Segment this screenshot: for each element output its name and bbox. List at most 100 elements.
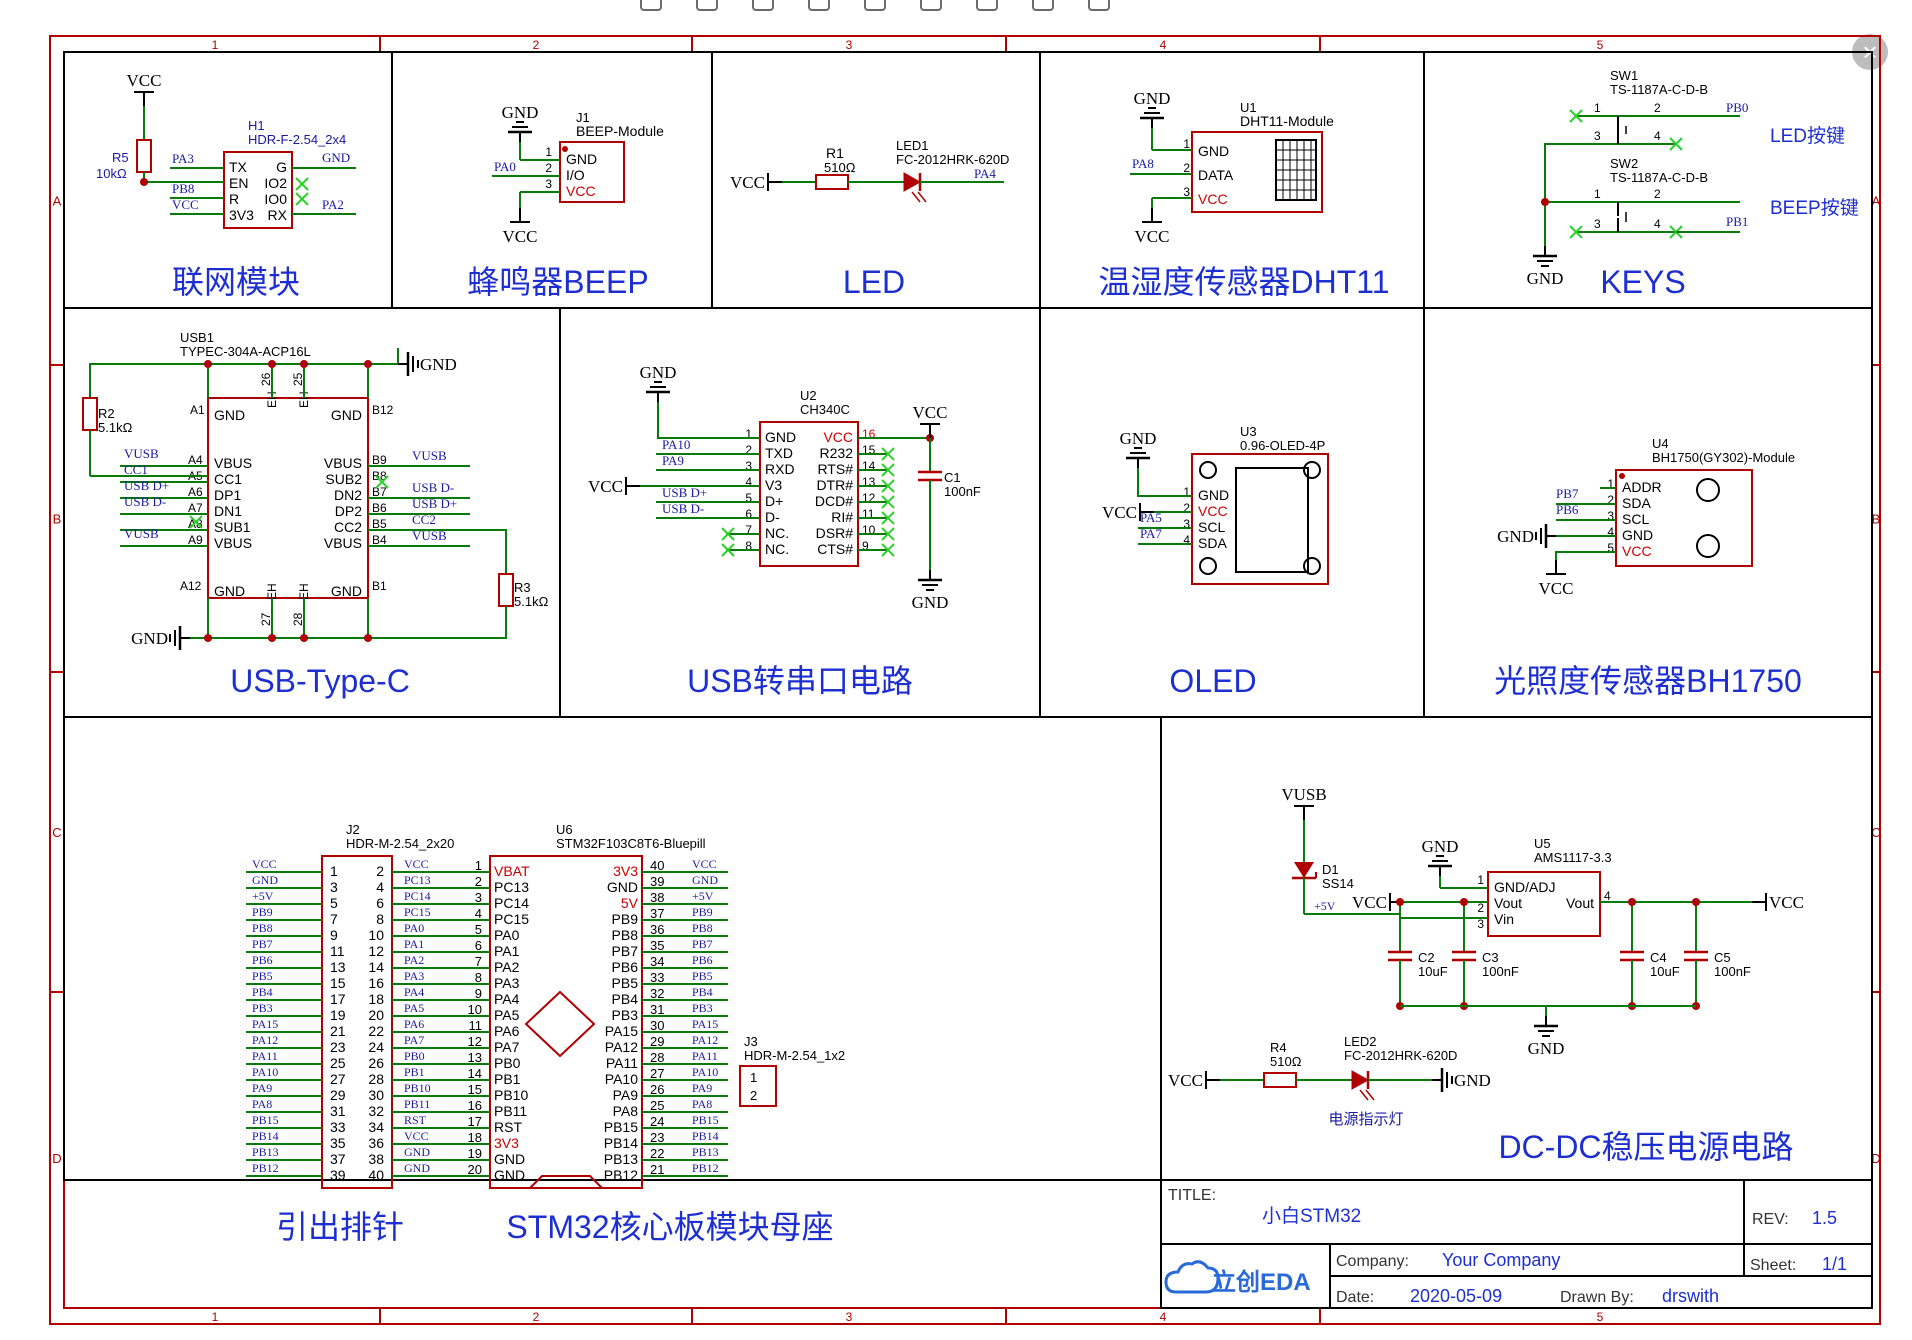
label: 9	[862, 539, 869, 553]
label: PC14	[494, 895, 529, 911]
label: 11	[330, 943, 345, 959]
label: R5	[112, 150, 129, 165]
power-symbol: VCC	[1752, 893, 1804, 912]
no-connect-stroke	[1669, 137, 1683, 151]
power-label: VCC	[730, 173, 765, 192]
ch340c-chip	[759, 421, 859, 567]
label: DP1	[214, 487, 241, 503]
header-j2	[321, 855, 393, 1189]
label: CC2	[334, 519, 362, 535]
label: PB12	[692, 1161, 719, 1175]
label: 3	[330, 879, 338, 895]
label: PA9	[662, 453, 684, 468]
label: 3	[1607, 509, 1614, 523]
label: NC.	[765, 525, 789, 541]
label: FC-2012HRK-620D	[896, 152, 1009, 167]
label: U5	[1534, 836, 1551, 851]
label: 23	[330, 1039, 346, 1055]
label: GND/ADJ	[1494, 879, 1555, 895]
label: PB4	[692, 985, 713, 999]
label: 26	[650, 1082, 664, 1097]
toolbar-icon[interactable]	[864, 0, 886, 11]
module-cells	[63, 51, 1873, 1181]
label: LED1	[896, 138, 929, 153]
label: TS-1187A-C-D-B	[1610, 170, 1708, 185]
label: PA0	[494, 927, 520, 943]
toolbar-icon[interactable]	[920, 0, 942, 11]
label: PB8	[612, 927, 639, 943]
led-triangle	[903, 172, 922, 192]
toolbar-icon[interactable]	[640, 0, 662, 11]
gnd-label: GND	[1454, 1071, 1491, 1090]
label: 30	[368, 1087, 384, 1103]
label: DHT11-Module	[1240, 113, 1334, 129]
toolbar-icon[interactable]	[808, 0, 830, 11]
label: 40	[650, 858, 664, 873]
label: 1	[1477, 873, 1484, 887]
label: 7	[745, 523, 752, 537]
mounting-hole	[1303, 557, 1321, 575]
panel-title: STM32核心板模块母座	[506, 1209, 833, 1245]
no-connect-icon	[881, 447, 895, 461]
pin1-marker	[1619, 473, 1625, 479]
wire	[1137, 468, 1192, 497]
label: 35	[330, 1135, 346, 1151]
label: 1	[545, 145, 552, 159]
drawn-label: Drawn By:	[1560, 1289, 1634, 1306]
toolbar-icon[interactable]	[1088, 0, 1110, 11]
power-symbol: VCC	[588, 477, 640, 496]
no-connect-stroke	[881, 463, 895, 477]
label: D-	[765, 509, 780, 525]
label: A7	[188, 501, 203, 515]
label: C1	[944, 470, 961, 485]
label: +5V	[252, 889, 274, 903]
label: PA8	[613, 1103, 639, 1119]
label: 25	[650, 1098, 664, 1113]
label: PB7	[692, 937, 713, 951]
label: PA4	[404, 985, 424, 999]
no-connect-icon	[881, 463, 895, 477]
label: 11	[469, 1018, 483, 1033]
label: CC1	[214, 471, 242, 487]
power-label: VCC	[913, 403, 948, 422]
gnd-symbol: GND	[640, 363, 676, 402]
label: EN	[229, 175, 248, 191]
label: Vout	[1494, 895, 1522, 911]
label: D+	[765, 493, 783, 509]
close-icon[interactable]: ×	[1852, 34, 1888, 70]
company-label: Company:	[1336, 1253, 1409, 1270]
label: 3	[745, 459, 752, 473]
toolbar-icon[interactable]	[1032, 0, 1054, 11]
label: 16	[468, 1098, 482, 1113]
label: SDA	[1622, 495, 1651, 511]
no-connect-icon	[881, 495, 895, 509]
label: PA11	[606, 1055, 638, 1071]
label: HDR-F-2.54_2x4	[248, 132, 346, 147]
label: SCL	[1622, 511, 1649, 527]
label: 33	[330, 1119, 346, 1135]
label: PA0	[494, 159, 516, 174]
grid-col-label: 4	[1160, 38, 1167, 52]
led-icon	[903, 172, 927, 203]
grid-row-label: B	[1872, 512, 1881, 527]
power-symbol: VCC	[1168, 1071, 1220, 1090]
label: 18	[368, 991, 384, 1007]
mounting-hole	[1303, 461, 1321, 479]
label: R2	[98, 406, 115, 421]
toolbar-icon[interactable]	[976, 0, 998, 11]
toolbar-icon[interactable]	[696, 0, 718, 11]
junction-dot	[364, 360, 372, 368]
label: DCD#	[815, 493, 853, 509]
label: 24	[650, 1114, 664, 1129]
label: 33	[650, 970, 664, 985]
label: 27	[650, 1066, 664, 1081]
label: U3	[1240, 424, 1257, 439]
label: NC.	[765, 541, 789, 557]
label: B9	[372, 453, 387, 467]
toolbar-icon[interactable]	[752, 0, 774, 11]
stm32-module	[489, 855, 643, 1189]
sheet-value: 1/1	[1822, 1254, 1847, 1274]
label: 22	[650, 1146, 664, 1161]
junction-dot	[204, 634, 212, 642]
label: 1	[750, 1070, 757, 1085]
